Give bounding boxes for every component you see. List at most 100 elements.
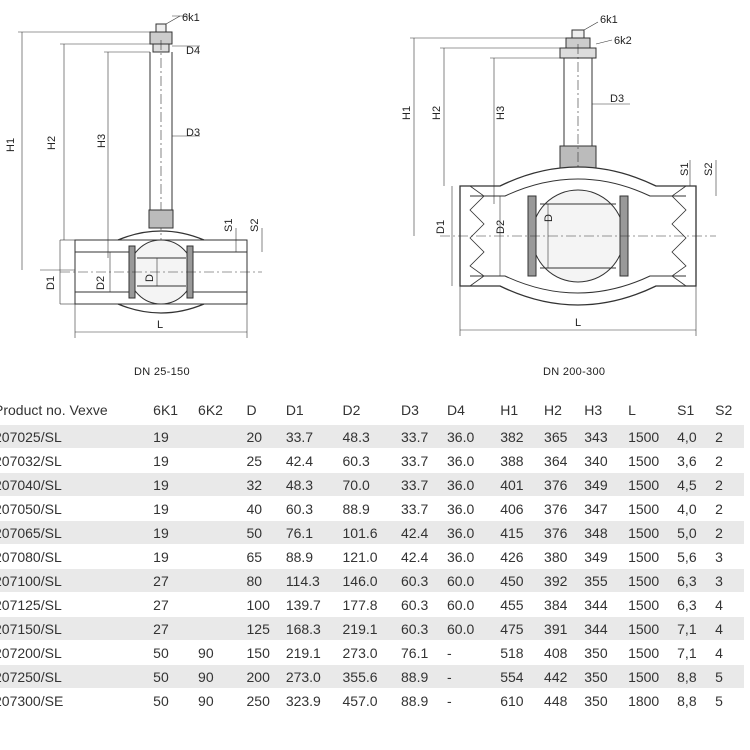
table-cell: 19 xyxy=(153,424,199,449)
table-cell: 76.1 xyxy=(401,640,447,665)
table-cell: 90 xyxy=(198,688,247,713)
label-d1: D1 xyxy=(45,276,57,290)
table-cell: 1500 xyxy=(628,424,678,449)
table-cell: 380 xyxy=(544,544,585,569)
table-cell: 448 xyxy=(544,688,585,713)
table-cell: 19 xyxy=(153,496,199,521)
table-cell: 60.0 xyxy=(447,592,501,617)
table-cell: 415 xyxy=(500,520,545,545)
table-cell: 1500 xyxy=(628,664,678,689)
column-header: D3 xyxy=(401,396,447,425)
label-l: L xyxy=(575,317,581,329)
caption-dn-200-300: DN 200-300 xyxy=(543,366,606,378)
table-cell: 3 xyxy=(715,544,744,569)
table-cell: 76.1 xyxy=(285,520,343,545)
table-cell: 4,5 xyxy=(677,472,716,497)
table-cell: 32 xyxy=(246,472,286,497)
table-cell: 355.6 xyxy=(342,664,401,689)
table-cell: 8,8 xyxy=(677,664,716,689)
table-cell: 3,6 xyxy=(677,448,716,473)
table-cell: 406 xyxy=(500,496,545,521)
table-cell: 4,0 xyxy=(677,424,716,449)
product-number-cell: 207125/SL xyxy=(0,592,154,617)
table-cell: 48.3 xyxy=(285,472,343,497)
product-number-cell: 207040/SL xyxy=(0,472,154,497)
table-cell: 88.9 xyxy=(401,664,447,689)
table-cell: 388 xyxy=(500,448,545,473)
table-cell: 457.0 xyxy=(342,688,401,713)
large-valve-drawing xyxy=(410,21,717,336)
large-valve-labels: 6k1 6k2 D3 H1 H2 H3 S1 S2 D1 D2 D L xyxy=(401,14,715,329)
label-6k1: 6k1 xyxy=(182,12,200,24)
table-cell: 36.0 xyxy=(447,424,501,449)
table-cell: 392 xyxy=(544,568,585,593)
table-cell: 340 xyxy=(584,448,629,473)
label-s2: S2 xyxy=(249,219,261,232)
label-s1: S1 xyxy=(679,163,691,176)
column-header: S2 xyxy=(715,396,744,425)
product-number-cell: 207150/SL xyxy=(0,616,154,641)
table-cell: 1500 xyxy=(628,640,678,665)
table-cell: 70.0 xyxy=(342,472,401,497)
table-cell: 150 xyxy=(246,640,286,665)
table-cell: 2 xyxy=(715,472,744,497)
table-cell: 19 xyxy=(153,448,199,473)
table-cell: 101.6 xyxy=(342,520,401,545)
table-cell: 8,8 xyxy=(677,688,716,713)
table-cell: 60.3 xyxy=(285,496,343,521)
table-cell: 273.0 xyxy=(342,640,401,665)
table-cell: 349 xyxy=(584,472,629,497)
table-cell: 88.9 xyxy=(342,496,401,521)
table-cell: 33.7 xyxy=(401,448,447,473)
table-cell: 350 xyxy=(584,640,629,665)
table-cell: 1500 xyxy=(628,496,678,521)
table-cell: 376 xyxy=(544,520,585,545)
table-cell: - xyxy=(447,688,501,713)
table-cell: 344 xyxy=(584,616,629,641)
table-cell xyxy=(198,496,247,521)
table-cell: 3 xyxy=(715,568,744,593)
table-cell: 355 xyxy=(584,568,629,593)
table-cell: 4,0 xyxy=(677,496,716,521)
table-cell xyxy=(198,592,247,617)
table-cell: 426 xyxy=(500,544,545,569)
table-cell: 36.0 xyxy=(447,496,501,521)
column-header: H2 xyxy=(544,396,585,425)
small-valve-drawing xyxy=(18,15,263,338)
table-cell: 343 xyxy=(584,424,629,449)
product-number-cell: 207250/SL xyxy=(0,664,154,689)
column-header: D4 xyxy=(447,396,501,425)
product-number-cell: 207300/SE xyxy=(0,688,154,713)
table-cell xyxy=(198,520,247,545)
table-cell: 323.9 xyxy=(285,688,343,713)
table-cell xyxy=(198,424,247,449)
table-cell: 365 xyxy=(544,424,585,449)
table-cell: 42.4 xyxy=(401,544,447,569)
table-cell: 219.1 xyxy=(342,616,401,641)
table-cell: 350 xyxy=(584,664,629,689)
label-d4: D4 xyxy=(186,45,200,57)
table-cell xyxy=(198,616,247,641)
table-cell: 376 xyxy=(544,496,585,521)
table-cell: 88.9 xyxy=(401,688,447,713)
table-cell: - xyxy=(447,640,501,665)
table-cell: 60.3 xyxy=(401,568,447,593)
table-cell: 42.4 xyxy=(401,520,447,545)
label-s2: S2 xyxy=(703,163,715,176)
table-cell: 1500 xyxy=(628,592,678,617)
table-cell: 60.3 xyxy=(401,616,447,641)
table-cell: 19 xyxy=(153,544,199,569)
table-cell: 475 xyxy=(500,616,545,641)
table-cell: 33.7 xyxy=(285,424,343,449)
label-h2: H2 xyxy=(431,106,443,120)
table-cell: 60.3 xyxy=(401,592,447,617)
table-cell: 610 xyxy=(500,688,545,713)
table-cell: 391 xyxy=(544,616,585,641)
table-cell: 65 xyxy=(246,544,286,569)
